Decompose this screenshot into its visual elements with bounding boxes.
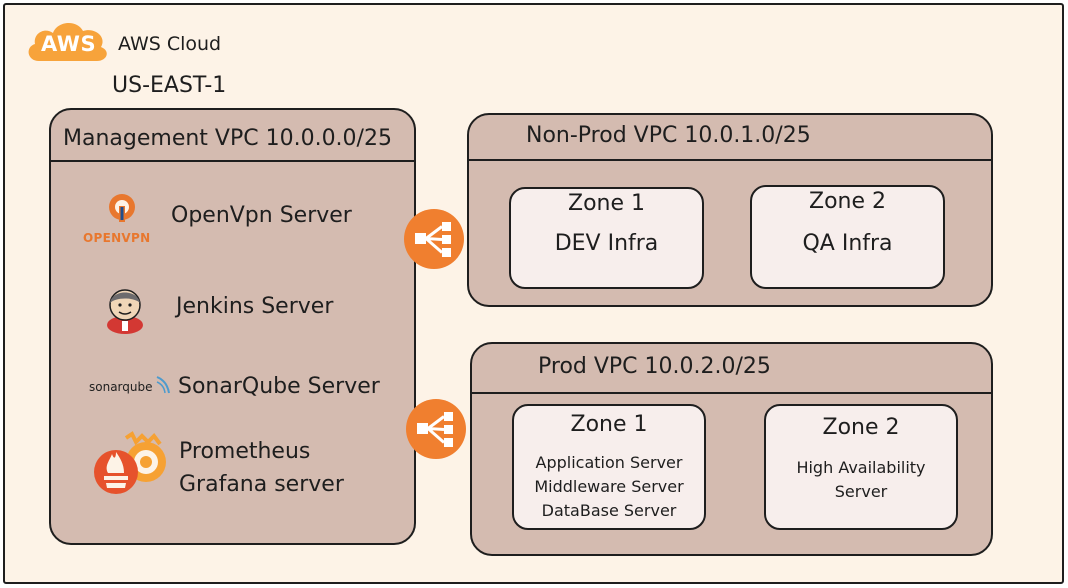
prod-zone-1: Zone 1 Application Server Middleware Ser…: [512, 404, 706, 530]
zone-line: DataBase Server: [541, 501, 677, 520]
sonarqube-logo-text: sonarqube: [89, 380, 153, 394]
zone-title: Zone 2: [809, 189, 886, 214]
vpc-divider: [472, 392, 991, 394]
nonprod-vpc-title: Non-Prod VPC 10.0.1.0/25: [526, 123, 811, 148]
load-balancer-icon: [406, 399, 466, 459]
grafana-server-label: Grafana server: [179, 472, 344, 497]
sonarqube-server-label: SonarQube Server: [178, 374, 380, 399]
cloud-label: AWS Cloud: [118, 33, 222, 55]
load-balancer-icon: [404, 209, 464, 269]
zone-content: QA Infra: [802, 231, 893, 256]
jenkins-icon: [107, 289, 143, 334]
zone-line: Middleware Server: [534, 477, 684, 496]
vpc-divider: [51, 160, 414, 162]
region-label: US-EAST-1: [112, 73, 227, 98]
zone-content: Application Server Middleware Server Dat…: [514, 451, 704, 523]
prometheus-server-label: Prometheus: [179, 439, 311, 464]
aws-cloud-boundary: AWS AWS Cloud US-EAST-1 Management VPC 1…: [3, 3, 1064, 584]
sonarqube-wave-icon: [156, 376, 170, 394]
prod-zone-2: Zone 2 High Availability Server: [764, 404, 958, 530]
openvpn-logo-text: OPENVPN: [83, 231, 151, 245]
zone-line: Application Server: [535, 453, 683, 472]
zone-title: Zone 1: [570, 412, 648, 437]
management-vpc-title: Management VPC 10.0.0.0/25: [63, 126, 392, 151]
prod-vpc-title: Prod VPC 10.0.2.0/25: [538, 354, 771, 379]
zone-line: High Availability: [796, 458, 926, 477]
prometheus-grafana-icon: [94, 431, 166, 494]
zone-content: DEV Infra: [554, 231, 659, 256]
zone-line: Server: [834, 482, 888, 501]
zone-title: Zone 1: [568, 191, 645, 216]
nonprod-vpc: Non-Prod VPC 10.0.1.0/25 Zone 1 DEV Infr…: [467, 113, 993, 307]
prod-vpc: Prod VPC 10.0.2.0/25 Zone 1 Application …: [470, 342, 993, 556]
zone-title: Zone 2: [822, 415, 900, 440]
aws-logo-icon: [28, 22, 107, 61]
nonprod-zone-2: Zone 2 QA Infra: [750, 185, 945, 289]
vpc-divider: [469, 159, 991, 161]
zone-content: High Availability Server: [766, 456, 956, 504]
openvpn-server-label: OpenVpn Server: [171, 203, 352, 228]
jenkins-server-label: Jenkins Server: [176, 294, 334, 319]
nonprod-zone-1: Zone 1 DEV Infra: [509, 187, 704, 289]
aws-logo-text: AWS: [41, 32, 97, 56]
openvpn-icon: [109, 194, 135, 222]
